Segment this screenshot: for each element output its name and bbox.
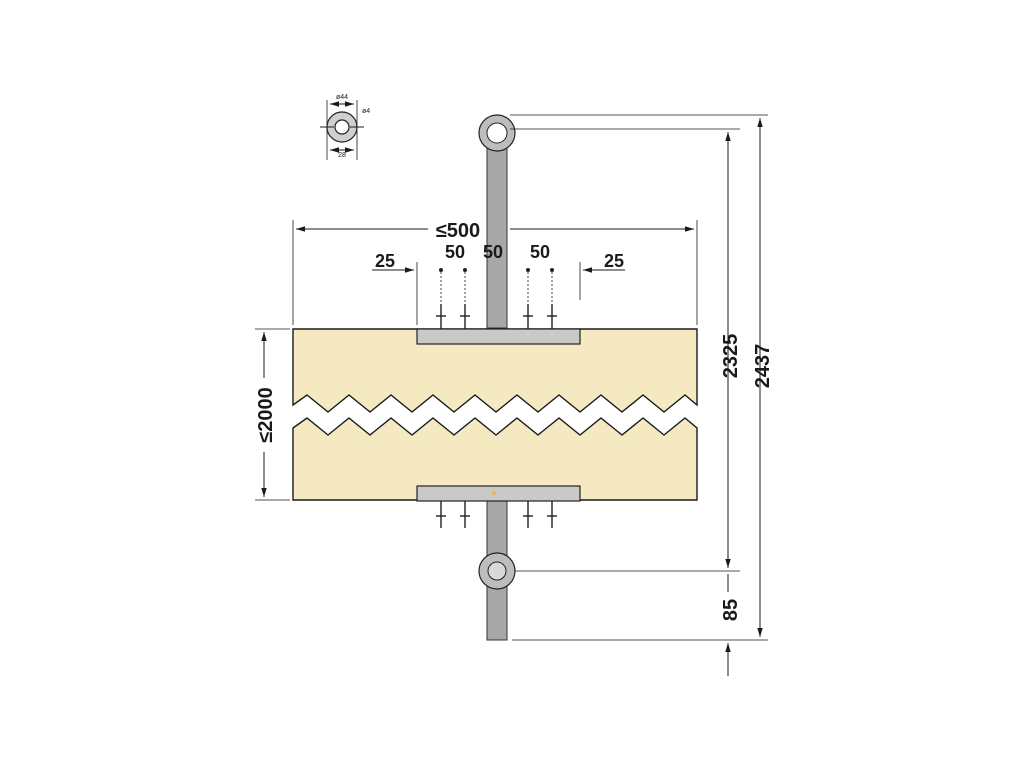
top-screws [436, 268, 557, 329]
screw-spacing-right-label: 50 [530, 242, 550, 262]
door-panel [292, 328, 698, 501]
detail-outer-diameter-label: ø44 [336, 94, 348, 101]
bottom-plate-pin [492, 491, 496, 495]
top-bearing-hole [486, 122, 508, 144]
vertical-overall-dimensions: 2325 2437 85 [510, 114, 774, 676]
overall-height-label: 2437 [752, 344, 774, 389]
bottom-mounting-plate [416, 485, 581, 502]
pivot-shaft [478, 114, 516, 641]
screw-spacing-dimensions: 25 25 50 50 50 [372, 242, 625, 325]
detail-inner-circle [334, 119, 350, 135]
panel-upper-part [292, 328, 698, 413]
panel-width-label: ≤500 [436, 220, 480, 242]
screw-spacing-left-label: 50 [445, 242, 465, 262]
detail-hole-diameter-label: ø4 [362, 108, 370, 115]
detail-view: ø44 ø4 28 [320, 94, 370, 160]
bottom-bearing-hole [487, 561, 507, 581]
bottom-extension-label: 85 [720, 599, 742, 621]
pivot-distance-label: 2325 [720, 334, 742, 379]
panel-width-dimension: ≤500 [292, 220, 698, 325]
panel-height-label: ≤2000 [255, 387, 277, 442]
top-mounting-plate [416, 328, 581, 345]
right-offset-label: 25 [604, 251, 624, 271]
bottom-screws [436, 501, 557, 528]
left-offset-label: 25 [375, 251, 395, 271]
detail-width-label: 28 [338, 152, 346, 159]
upper-rod [486, 132, 508, 329]
panel-lower-part [292, 417, 698, 501]
panel-height-dimension: ≤2000 [255, 328, 290, 501]
screw-spacing-center-label: 50 [483, 242, 503, 262]
